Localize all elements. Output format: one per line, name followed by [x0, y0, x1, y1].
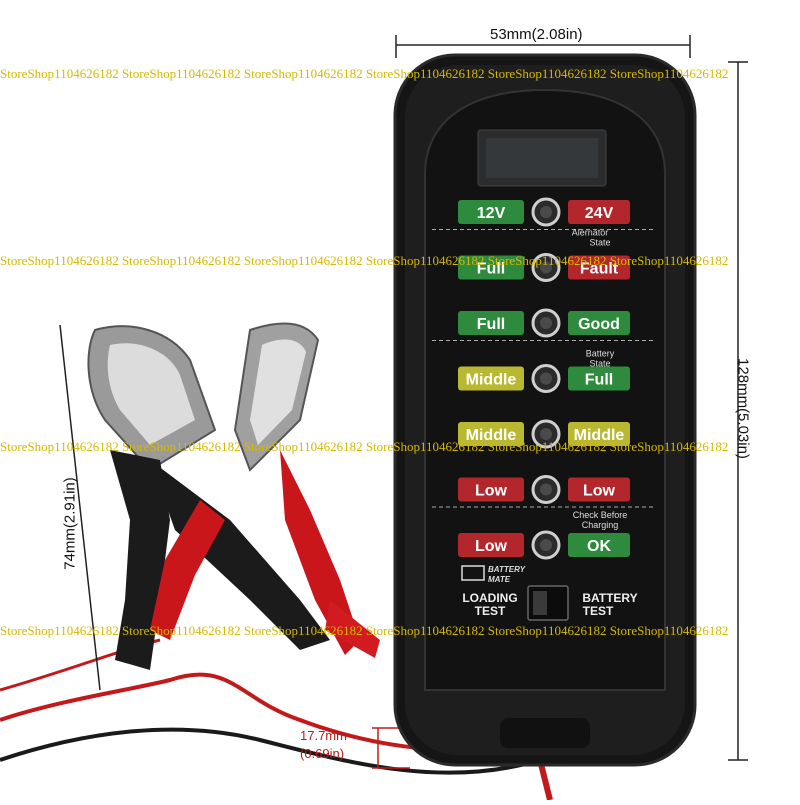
right-status-pill — [568, 422, 630, 446]
indicator-row: Low Low — [458, 475, 630, 504]
indicator-row: 12V 24V — [458, 197, 630, 227]
device-cable — [537, 759, 553, 801]
clip-dim-line — [59, 324, 101, 691]
right-status-label: Full — [585, 372, 613, 389]
loading-test-label-2: TEST — [475, 604, 506, 618]
left-status-label: Middle — [466, 427, 517, 444]
right-status-pill — [568, 533, 630, 557]
cable-boot — [500, 718, 590, 748]
battery-test-label-1: BATTERY — [582, 591, 637, 605]
right-status-label: 24V — [585, 205, 614, 222]
left-status-label: Low — [475, 538, 508, 555]
logo-line-2: MATE — [488, 575, 511, 584]
left-status-pill — [458, 477, 524, 502]
left-status-pill — [458, 255, 524, 280]
alligator-clip-red — [87, 325, 380, 658]
left-status-pill — [458, 533, 524, 557]
watermark-3: StoreShop1104626182 StoreShop1104626182 … — [0, 439, 729, 454]
right-status-label: Fault — [580, 261, 619, 278]
led-lens — [540, 428, 552, 440]
led-lens — [540, 372, 552, 385]
led-lens — [540, 317, 552, 329]
watermark-4: StoreShop1104626182 StoreShop1104626182 … — [0, 623, 729, 638]
watermark-1: StoreShop1104626182 StoreShop1104626182 … — [0, 66, 729, 81]
battery-test-label-2: TEST — [583, 604, 614, 618]
switch-knob[interactable] — [533, 591, 547, 615]
left-status-pill — [458, 311, 524, 335]
left-status-label: Low — [475, 483, 508, 500]
right-status-pill — [568, 255, 630, 280]
right-status-pill — [568, 477, 630, 502]
right-status-pill — [568, 366, 630, 391]
left-status-pill — [458, 422, 524, 446]
right-status-pill — [568, 200, 630, 224]
left-status-pill — [458, 200, 524, 224]
foot-height-in: (0.69in) — [300, 746, 345, 761]
tester-body — [393, 53, 697, 767]
right-status-label: Middle — [574, 427, 625, 444]
led-lens — [540, 483, 552, 496]
left-status-label: Full — [477, 261, 505, 278]
right-status-label: Low — [583, 483, 616, 500]
led-lens — [540, 539, 552, 551]
right-status-pill — [568, 311, 630, 335]
watermark-2: StoreShop1104626182 StoreShop1104626182 … — [0, 253, 729, 268]
right-status-label: OK — [587, 538, 611, 555]
led-lens — [540, 206, 552, 218]
logo-line-1: BATTERY — [488, 565, 526, 574]
right-status-label: Good — [578, 316, 620, 333]
left-status-label: 12V — [477, 205, 506, 222]
indicator-row: Middle Middle — [458, 419, 630, 449]
battery-icon — [461, 565, 485, 581]
left-status-label: Middle — [466, 372, 517, 389]
left-status-label: Full — [477, 316, 505, 333]
alligator-clip-black — [110, 322, 320, 670]
left-status-pill — [458, 366, 524, 391]
width-label: 53mm(2.08in) — [490, 26, 583, 43]
black-cable — [0, 727, 541, 775]
indicator-row: Full Good — [458, 308, 630, 338]
loading-test-label-1: LOADING — [462, 591, 517, 605]
clip-length-label: 74mm(2.91in) — [61, 477, 79, 570]
led-lens — [540, 261, 552, 274]
foot-height-mm: 17.7mm — [300, 728, 347, 743]
